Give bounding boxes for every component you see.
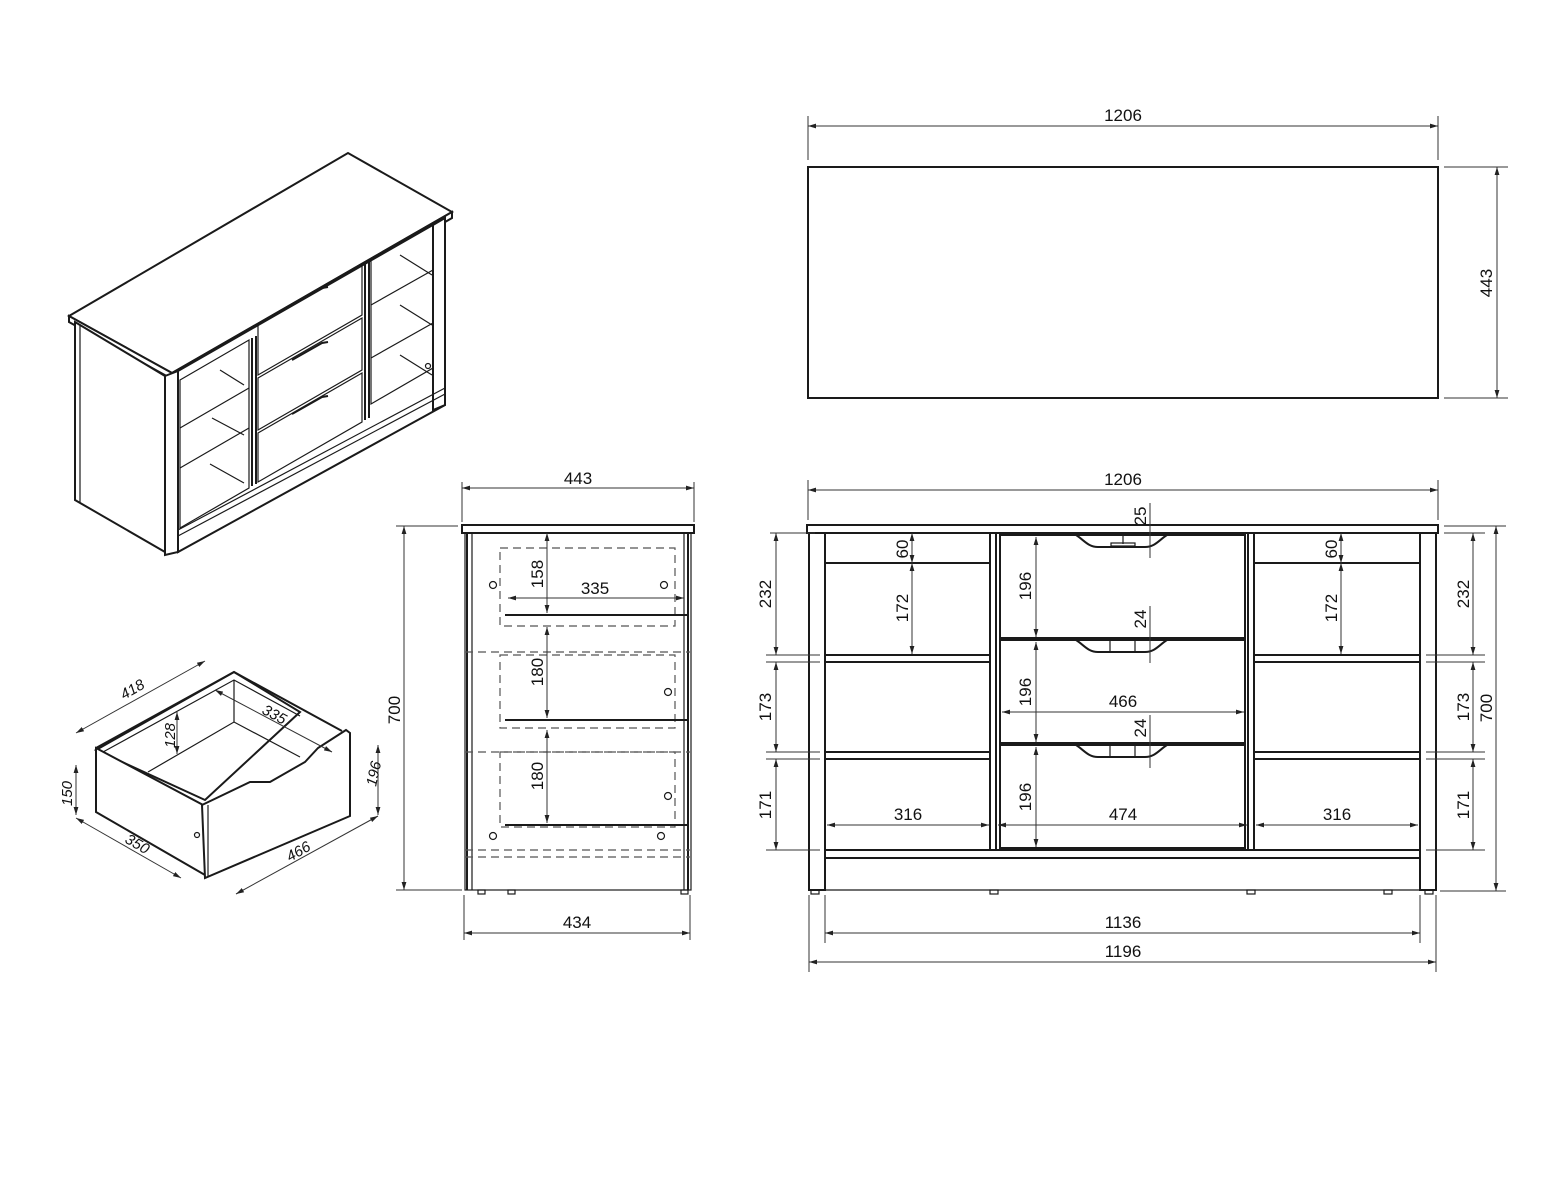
front-dim-left-shelf-gap: 172 (893, 594, 912, 622)
front-elevation-view: 1206 25 60 172 232 173 171 316 196 196 1… (756, 470, 1506, 972)
top-plan-view: 1206 443 (807, 106, 1508, 399)
front-dim-right-top-gap: 60 (1322, 540, 1341, 559)
side-dim-shelf-gap-low: 180 (528, 762, 547, 790)
front-dim-total-height: 700 (1477, 694, 1496, 722)
front-dim-drawer-height-2: 196 (1016, 678, 1035, 706)
front-dim-drawer-width: 466 (1109, 692, 1137, 711)
side-dim-shelf-gap-top: 158 (528, 560, 547, 588)
front-dim-left-upper-section: 232 (756, 580, 775, 608)
isometric-sideboard-view (66, 151, 455, 557)
side-dim-shelf-gap-mid: 180 (528, 658, 547, 686)
side-dim-bottom-depth: 434 (563, 913, 591, 932)
side-elevation-view: 443 700 158 335 180 180 434 (385, 469, 695, 940)
front-dim-handle-gap-2: 24 (1131, 719, 1150, 738)
drawer-dim-inner-height: 128 (162, 722, 179, 748)
front-dim-inner-width: 1136 (1105, 913, 1142, 932)
front-dim-left-compartment-width: 316 (894, 805, 922, 824)
drawer-isometric-view: 418 335 128 150 196 350 466 (59, 660, 385, 895)
top-dim-width: 1206 (1104, 106, 1142, 125)
front-dim-right-compartment-width: 316 (1323, 805, 1351, 824)
front-dim-drawer-opening-width: 474 (1109, 805, 1137, 824)
drawer-dim-top-depth: 418 (118, 676, 149, 704)
front-dim-left-low-section: 171 (756, 791, 775, 819)
front-dim-right-mid-section: 173 (1454, 693, 1473, 721)
front-dim-right-upper-section: 232 (1454, 580, 1473, 608)
front-dim-right-low-section: 171 (1454, 791, 1473, 819)
side-dim-inner-depth: 335 (581, 579, 609, 598)
drawer-dim-side-height: 150 (59, 780, 76, 806)
front-dim-top-overhang: 25 (1131, 507, 1150, 526)
front-dim-width-top: 1206 (1104, 470, 1142, 489)
front-dim-left-top-gap: 60 (893, 540, 912, 559)
front-dim-drawer-height-1: 196 (1016, 572, 1035, 600)
front-dim-right-shelf-gap: 172 (1322, 594, 1341, 622)
front-dim-handle-gap-1: 24 (1131, 610, 1150, 629)
front-dim-drawer-height-3: 196 (1016, 783, 1035, 811)
side-dim-top-depth: 443 (564, 469, 592, 488)
front-dim-left-mid-section: 173 (756, 693, 775, 721)
side-dim-height: 700 (385, 696, 404, 724)
drawer-dim-front-height: 196 (363, 759, 385, 788)
top-dim-depth: 443 (1477, 269, 1496, 297)
front-dim-base-width: 1196 (1105, 942, 1142, 961)
